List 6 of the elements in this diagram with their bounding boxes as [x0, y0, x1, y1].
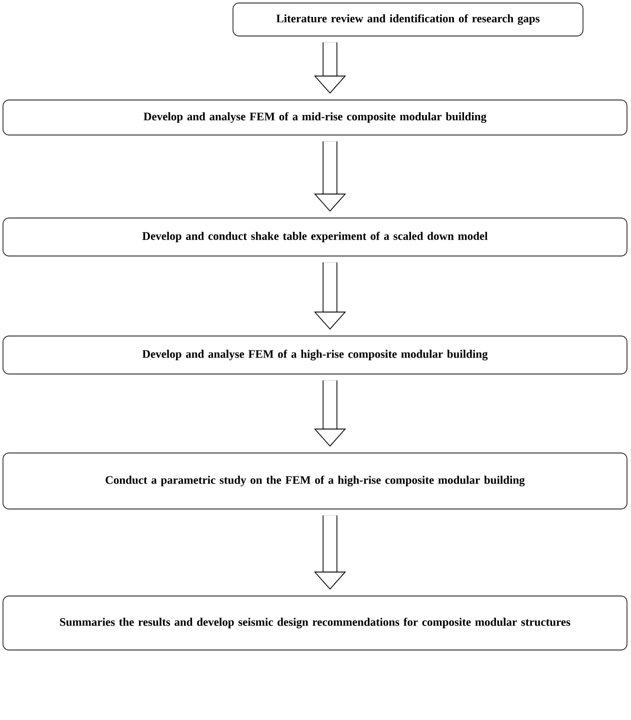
process-box: Develop and conduct shake table experiment of a scaled down model [2, 218, 628, 256]
process-box: Develop and analyse FEM of a mid-rise composite modular building [2, 100, 628, 136]
process-box: Conduct a parametric study on the FEM of a high-rise composite modular building [2, 452, 628, 510]
process-box: Develop and analyse FEM of a high-rise composite modular building [2, 336, 628, 374]
process-box: Literature review and identification of research gaps [232, 2, 584, 36]
process-box: Summaries the results and develop seismic design recommendations for composite modular structures [2, 596, 628, 650]
